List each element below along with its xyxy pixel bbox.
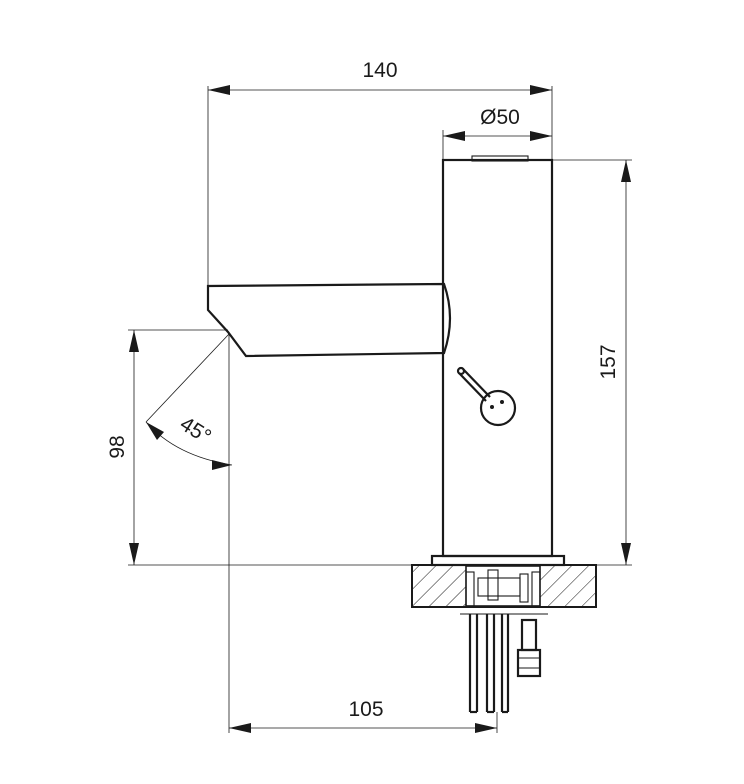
spout xyxy=(206,282,452,358)
faucet-body xyxy=(441,155,554,558)
dim-spout-height: 98 xyxy=(106,329,412,566)
lever-handle xyxy=(456,366,517,427)
dim-label-diameter: Ø50 xyxy=(480,106,520,129)
dim-spout-angle: 45° xyxy=(145,333,233,733)
dim-label-98: 98 xyxy=(106,435,129,458)
dim-spout-reach: 105 xyxy=(229,698,498,733)
dim-label-105: 105 xyxy=(348,698,383,721)
dim-body-diameter: Ø50 xyxy=(442,106,552,160)
supply-pipes xyxy=(468,614,542,714)
base-flange xyxy=(411,554,597,615)
dim-label-45: 45° xyxy=(176,412,215,448)
dim-overall-width: 140 xyxy=(207,59,553,286)
dim-label-157: 157 xyxy=(597,344,620,379)
dim-label-140: 140 xyxy=(362,59,397,82)
dim-body-height: 157 xyxy=(552,159,632,566)
